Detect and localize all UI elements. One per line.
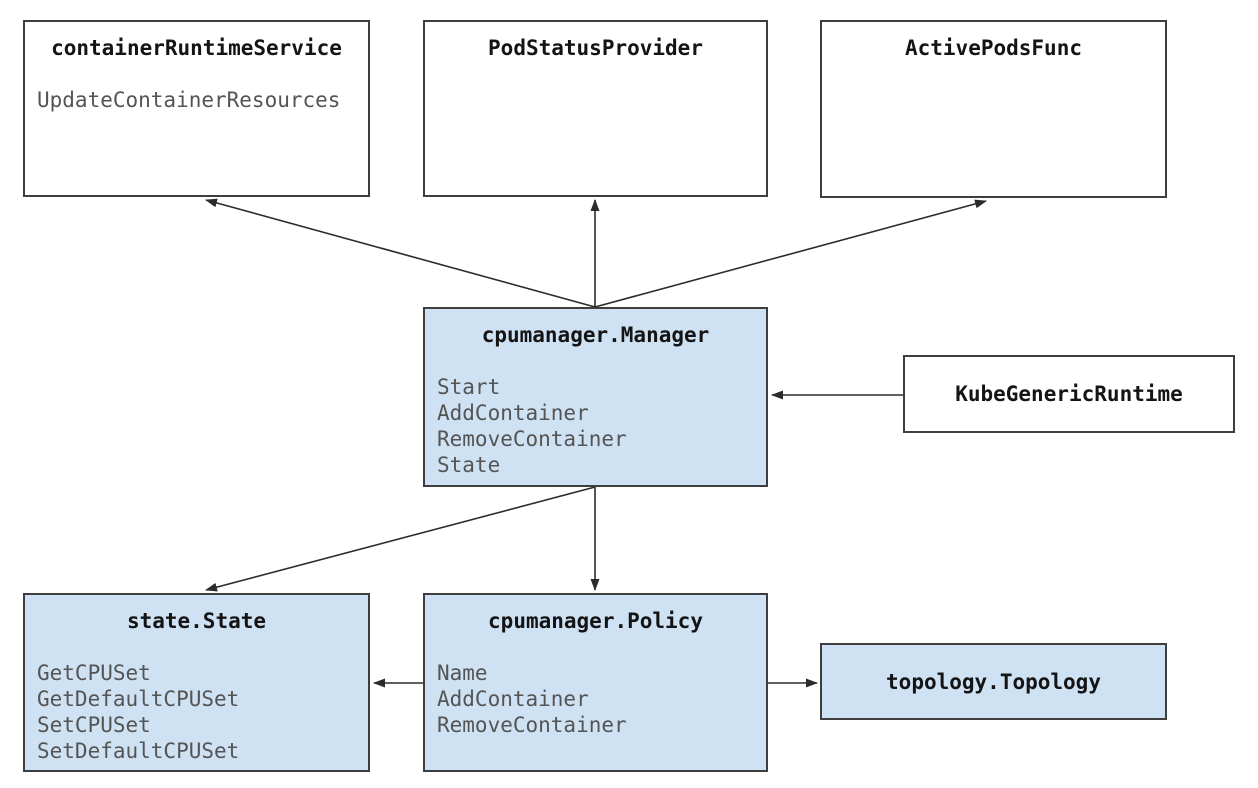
method-label: GetDefaultCPUSet [37,687,240,711]
node-title: state.State [126,609,267,633]
method-label: State [437,453,501,477]
node-title: PodStatusProvider [488,36,703,60]
node-title: ActivePodsFunc [904,36,1082,60]
node-methods: Name AddContainer RemoveContainer [425,660,766,738]
arrow-manager-to-state [205,486,596,592]
node-cpumanager-manager: cpumanager.Manager Start AddContainer Re… [423,307,768,487]
method-label: SetDefaultCPUSet [37,739,240,763]
node-methods: GetCPUSet GetDefaultCPUSet SetCPUSet Set… [25,660,368,764]
method-label: RemoveContainer [437,427,627,451]
node-cpumanager-policy: cpumanager.Policy Name AddContainer Remo… [423,593,768,772]
node-title: topology.Topology [886,669,1101,694]
arrow-manager-to-container-runtime-service [205,198,596,308]
node-title: containerRuntimeService [51,36,342,60]
method-label: RemoveContainer [437,713,627,737]
node-title: cpumanager.Policy [488,609,703,633]
node-topology-topology: topology.Topology [820,643,1167,720]
method-label: AddContainer [437,687,589,711]
node-container-runtime-service: containerRuntimeService UpdateContainerR… [23,20,370,197]
method-label: AddContainer [437,401,589,425]
node-state-state: state.State GetCPUSet GetDefaultCPUSet S… [23,593,370,772]
node-methods: Start AddContainer RemoveContainer State [425,374,766,478]
arrow-manager-to-active-pods-func [594,199,987,308]
method-label: Start [437,375,501,399]
node-kube-generic-runtime: KubeGenericRuntime [903,355,1235,433]
node-active-pods-func: ActivePodsFunc [820,20,1167,198]
node-title: KubeGenericRuntime [955,382,1183,406]
node-pod-status-provider: PodStatusProvider [423,20,768,197]
node-methods: UpdateContainerResources [25,87,368,113]
method-label: GetCPUSet [37,661,151,685]
method-label: Name [437,661,488,685]
method-label: UpdateContainerResources [37,88,341,112]
node-title: cpumanager.Manager [481,323,710,347]
method-label: SetCPUSet [37,713,151,737]
